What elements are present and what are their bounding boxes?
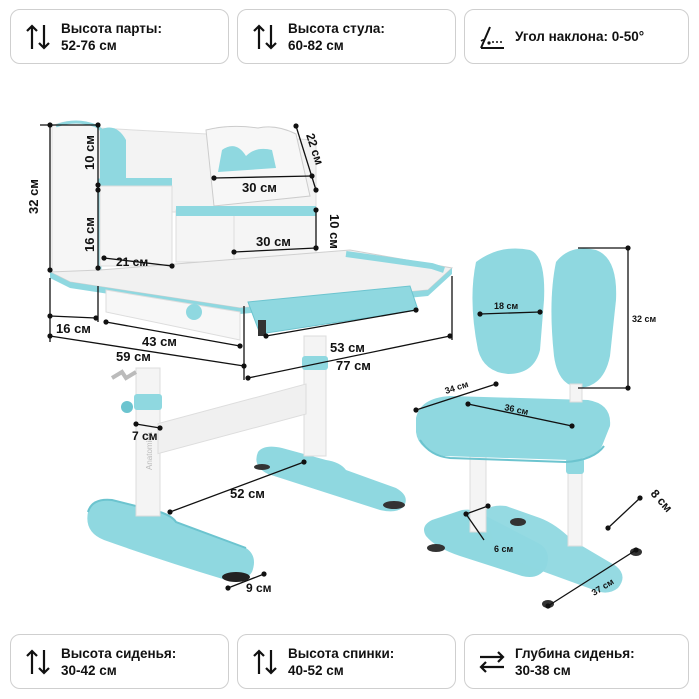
dim-shelf-lower: 16 см <box>82 217 97 252</box>
dim-chair-foot-width: 8 см <box>648 487 676 515</box>
tilt-angle-icon <box>477 22 507 52</box>
spec-label: Высота спинки: <box>288 645 395 661</box>
spec-label: Глубина сиденья: <box>515 645 635 661</box>
dim-desk-depth-inner: 43 см <box>142 334 177 349</box>
spec-back-height: Высота спинки:40-52 см <box>237 634 456 689</box>
vertical-arrows-icon <box>250 22 280 52</box>
spec-label: Высота стула: <box>288 20 385 36</box>
desk-back-column <box>303 335 327 457</box>
dim-drawer-height: 10 см <box>327 214 342 249</box>
vertical-arrows-icon <box>23 647 53 677</box>
product-illustration: Anatomica <box>26 120 676 609</box>
desk: Anatomica <box>49 120 454 582</box>
spec-seat-depth: Глубина сиденья:30-38 см <box>464 634 689 689</box>
vertical-arrows-icon <box>23 22 53 52</box>
spec-desk-height: Высота парты:52-76 см <box>10 9 229 64</box>
spec-label: Высота сиденья: <box>61 645 177 661</box>
dim-drawer-length: 53 см <box>330 340 365 355</box>
spec-value: 30-38 см <box>515 662 571 678</box>
dim-shelf-top: 10 см <box>82 135 97 170</box>
chair-backrest-left <box>472 248 545 374</box>
dim-base-length: 52 см <box>230 486 265 501</box>
dim-back-height: 32 см <box>632 314 657 324</box>
spec-value: 60-82 см <box>288 37 344 53</box>
chair <box>416 248 642 608</box>
chair-backrest-right <box>551 248 617 388</box>
dimension-lines <box>40 122 643 609</box>
vertical-arrows-icon <box>250 647 280 677</box>
dim-back-width: 18 см <box>494 301 519 311</box>
dim-column-width: 7 см <box>132 429 158 443</box>
desk-back-foot <box>256 446 406 512</box>
spec-value: 40-52 см <box>288 662 344 678</box>
dim-seat-width: 36 см <box>504 402 530 417</box>
horizontal-arrows-icon <box>477 647 507 677</box>
dim-chair-base-gap: 6 см <box>494 544 514 554</box>
dim-foot-width: 9 см <box>246 581 272 595</box>
dim-bookstand-width: 30 см <box>242 180 277 195</box>
spec-label: Угол наклона: 0-50° <box>515 29 645 44</box>
spec-value: 30-42 см <box>61 662 117 678</box>
desk-front-foot <box>87 499 254 581</box>
brand-label: Anatomica <box>145 432 154 470</box>
spec-chair-height: Высота стула:60-82 см <box>237 9 456 64</box>
dim-desk-width: 77 см <box>336 358 371 373</box>
spec-tilt-angle: Угол наклона: 0-50° <box>464 9 689 64</box>
spec-label: Высота парты: <box>61 20 162 36</box>
spec-seat-height: Высота сиденья:30-42 см <box>10 634 229 689</box>
dim-shelf-height: 32 см <box>26 179 41 214</box>
dim-shelf-depth: 21 см <box>116 255 148 269</box>
dim-desk-depth-total: 59 см <box>116 349 151 364</box>
spec-value: 52-76 см <box>61 37 117 53</box>
dim-side-depth: 16 см <box>56 321 91 336</box>
chair-column <box>469 451 487 533</box>
dim-drawer-width: 30 см <box>256 234 291 249</box>
